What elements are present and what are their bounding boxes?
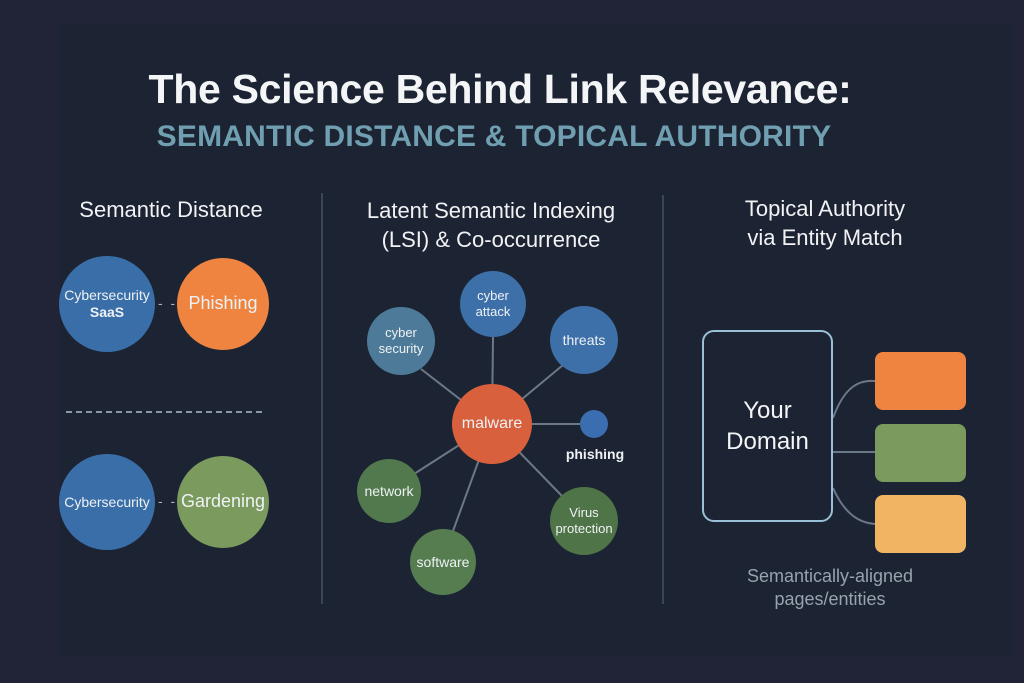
entity-box-green (875, 424, 966, 482)
virus-protection-node: Virus protection (550, 487, 618, 555)
threats-node: threats (550, 306, 618, 374)
cybersecurity-saas-node: Cybersecurity SaaS (59, 256, 155, 352)
dashed-separator (66, 411, 262, 413)
entity-box-light-orange (875, 495, 966, 553)
gardening-node: Gardening (177, 456, 269, 548)
your-domain-box: Your Domain (702, 330, 833, 522)
malware-node: malware (452, 384, 532, 464)
lsi-heading: Latent Semantic Indexing (LSI) & Co-occu… (366, 198, 616, 252)
cybersecurity-node: Cybersecurity (59, 454, 155, 550)
phishing-node: Phishing (177, 258, 269, 350)
phishing-label: phishing (565, 446, 625, 462)
page-subtitle: SEMANTIC DISTANCE & TOPICAL AUTHORITY (156, 120, 832, 153)
entity-box-orange (875, 352, 966, 410)
entities-caption: Semantically-aligned pages/entities (746, 566, 914, 609)
software-node: software (410, 529, 476, 595)
page-title: The Science Behind Link Relevance: (148, 66, 852, 112)
cyber-security-node: cyber security (367, 307, 435, 375)
semantic-distance-heading: Semantic Distance (79, 197, 263, 222)
column-divider-1 (321, 193, 323, 604)
column-divider-2 (662, 195, 664, 604)
phishing-dot-node (580, 410, 608, 438)
network-node: network (357, 459, 421, 523)
topical-authority-heading: Topical Authority via Entity Match (744, 196, 906, 250)
distance-connector-2: - - (158, 493, 178, 509)
cyber-attack-node: cyber attack (460, 271, 526, 337)
distance-connector-1: - - (158, 295, 178, 311)
